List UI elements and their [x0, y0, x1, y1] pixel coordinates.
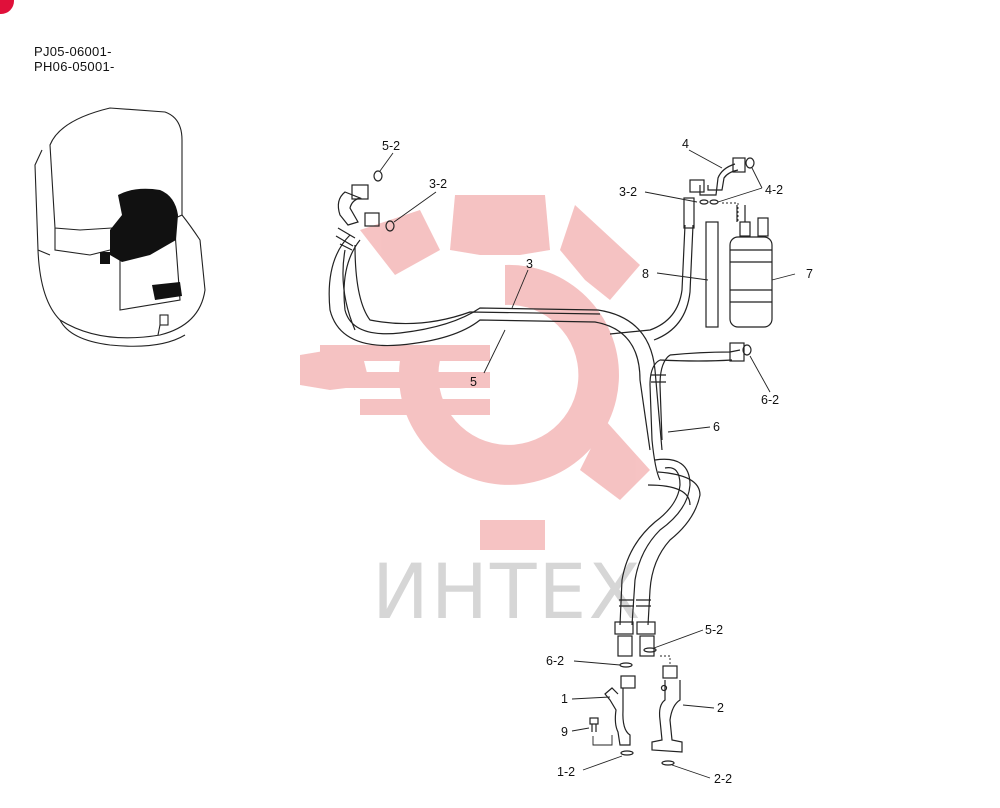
leader-lines: [379, 149, 796, 779]
callout-3-2-top: 3-2: [429, 177, 447, 191]
callout-4-2: 4-2: [765, 183, 783, 197]
watermark-gear: [300, 195, 650, 550]
callout-5: 5: [470, 375, 477, 389]
callout-3-2-right: 3-2: [619, 185, 637, 199]
callout-1-2: 1-2: [557, 765, 575, 779]
callout-5-2-bottom: 5-2: [705, 623, 723, 637]
serial-line-1: PJ05-06001-: [34, 44, 112, 59]
fitting-2: [651, 665, 683, 753]
callout-2-2: 2-2: [714, 772, 732, 786]
callout-9: 9: [561, 725, 568, 739]
callouts: 5-2 3-2 3 5 4 3-2 4-2 8 7 6-2 6 5-2 6-2 …: [382, 137, 813, 786]
callout-3: 3: [526, 257, 533, 271]
callout-5-2-top: 5-2: [382, 139, 400, 153]
callout-6-2-bottom: 6-2: [546, 654, 564, 668]
serial-line-2: PH06-05001-: [34, 59, 115, 74]
callout-8: 8: [642, 267, 649, 281]
bolt-9: [589, 717, 599, 732]
callout-4: 4: [682, 137, 689, 151]
callout-7: 7: [806, 267, 813, 281]
callout-1: 1: [561, 692, 568, 706]
pipe-4: [689, 157, 746, 196]
callout-6-2-right: 6-2: [761, 393, 779, 407]
callout-2: 2: [717, 701, 724, 715]
callout-6: 6: [713, 420, 720, 434]
bracket: [705, 221, 719, 328]
serial-range: PJ05-06001- PH06-05001-: [34, 44, 115, 74]
machine-highlight: [100, 188, 182, 300]
watermark-text: ИНТЕХ: [372, 547, 643, 636]
fitting-1: [604, 675, 636, 746]
o-rings: [373, 157, 755, 766]
hose-assembly: [328, 184, 745, 657]
receiver-drier: [729, 205, 773, 328]
